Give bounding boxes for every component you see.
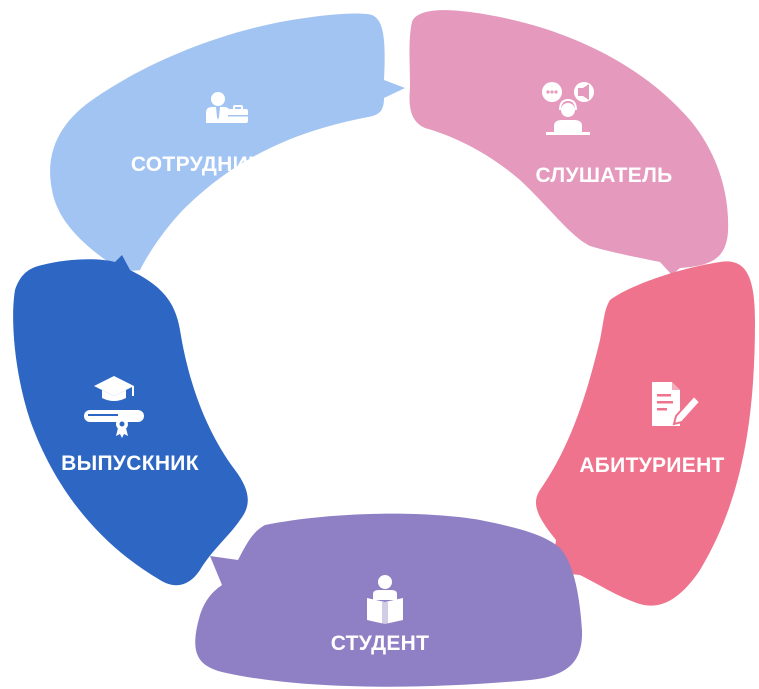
segment-graduate: ВЫПУСКНИК bbox=[13, 255, 248, 586]
segment-graduate-label: ВЫПУСКНИК bbox=[61, 452, 199, 475]
segment-employee: СОТРУДНИК bbox=[50, 13, 406, 271]
segment-student: СТУДЕНТ bbox=[195, 513, 583, 687]
segment-listener-shape bbox=[409, 10, 729, 275]
segment-student-shape bbox=[195, 513, 583, 687]
graduation-cap-diploma-icon bbox=[84, 376, 144, 438]
segment-applicant: АБИТУРИЕНТ bbox=[535, 261, 755, 606]
segment-employee-shape bbox=[50, 13, 406, 271]
segment-employee-label: СОТРУДНИК bbox=[131, 153, 261, 176]
segment-listener-label: СЛУШАТЕЛЬ bbox=[535, 164, 672, 187]
segment-listener: СЛУШАТЕЛЬ bbox=[409, 10, 729, 275]
segment-student-label: СТУДЕНТ bbox=[331, 632, 430, 655]
employee-briefcase-icon bbox=[206, 92, 248, 123]
segment-applicant-label: АБИТУРИЕНТ bbox=[579, 454, 724, 477]
segment-applicant-shape bbox=[535, 261, 755, 606]
document-pen-icon bbox=[652, 382, 702, 426]
listener-headset-icon bbox=[542, 82, 594, 135]
student-reading-icon bbox=[367, 575, 403, 624]
